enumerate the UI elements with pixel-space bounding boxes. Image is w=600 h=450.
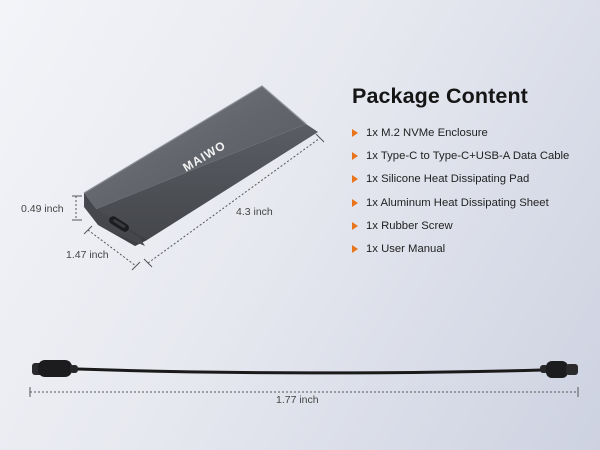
dim-height-line (72, 195, 82, 221)
triangle-bullet-icon (352, 245, 358, 254)
list-item: 1x Silicone Heat Dissipating Pad (352, 168, 597, 191)
package-title: Package Content (352, 84, 528, 108)
list-item: 1x M.2 NVMe Enclosure (352, 121, 597, 144)
list-item-label: 1x Type-C to Type-C+USB-A Data Cable (366, 149, 570, 162)
triangle-bullet-icon (352, 151, 358, 160)
list-item: 1x Rubber Screw (352, 214, 597, 237)
dim-height-label: 0.49 inch (21, 203, 64, 215)
triangle-bullet-icon (352, 221, 358, 230)
package-list: 1x M.2 NVMe Enclosure 1x Type-C to Type-… (352, 121, 597, 261)
dim-width-line (83, 225, 141, 271)
dim-width-label: 1.47 inch (66, 249, 109, 261)
dim-cable-label: 1.77 inch (276, 394, 319, 406)
usb-c-port (109, 216, 129, 232)
dim-length-line (143, 133, 325, 268)
list-item: 1x Aluminum Heat Dissipating Sheet (352, 191, 597, 214)
dim-length-label: 4.3 inch (236, 206, 273, 218)
package-content: Package Content 1x M.2 NVMe Enclosure 1x… (352, 84, 597, 261)
list-item-label: 1x User Manual (366, 243, 446, 256)
triangle-bullet-icon (352, 175, 358, 184)
list-item: 1x Type-C to Type-C+USB-A Data Cable (352, 144, 597, 167)
dim-cable-line (29, 387, 579, 397)
list-item-label: 1x M.2 NVMe Enclosure (366, 126, 488, 139)
usb-cable (32, 360, 578, 378)
list-item-label: 1x Aluminum Heat Dissipating Sheet (366, 196, 549, 209)
list-item: 1x User Manual (352, 237, 597, 260)
triangle-bullet-icon (352, 128, 358, 137)
triangle-bullet-icon (352, 198, 358, 207)
ssd-enclosure (83, 85, 318, 246)
list-item-label: 1x Silicone Heat Dissipating Pad (366, 173, 530, 186)
list-item-label: 1x Rubber Screw (366, 219, 453, 232)
